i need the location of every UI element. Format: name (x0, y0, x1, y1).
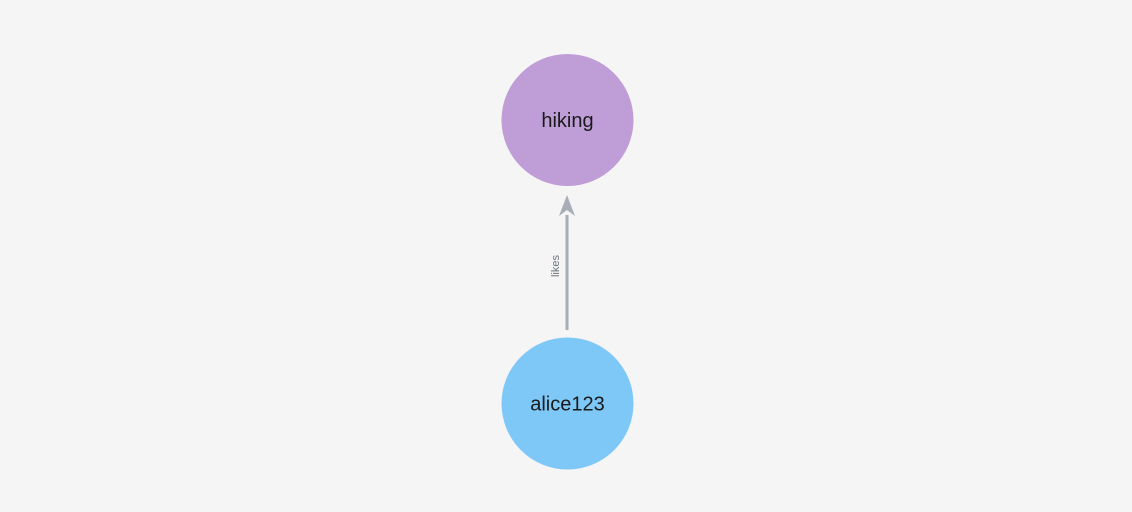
graph-edge-likes[interactable]: likes (550, 195, 575, 330)
graph-node-hiking[interactable]: hiking (501, 54, 634, 186)
node-label-alice123: alice123 (530, 394, 605, 416)
edge-label-likes: likes (550, 255, 562, 278)
node-label-hiking: hiking (541, 110, 593, 132)
node-circle-alice123[interactable] (501, 337, 634, 470)
graph-node-alice123[interactable]: alice123 (501, 337, 634, 470)
node-circle-hiking[interactable] (501, 54, 634, 186)
arrowhead-icon (559, 195, 575, 216)
